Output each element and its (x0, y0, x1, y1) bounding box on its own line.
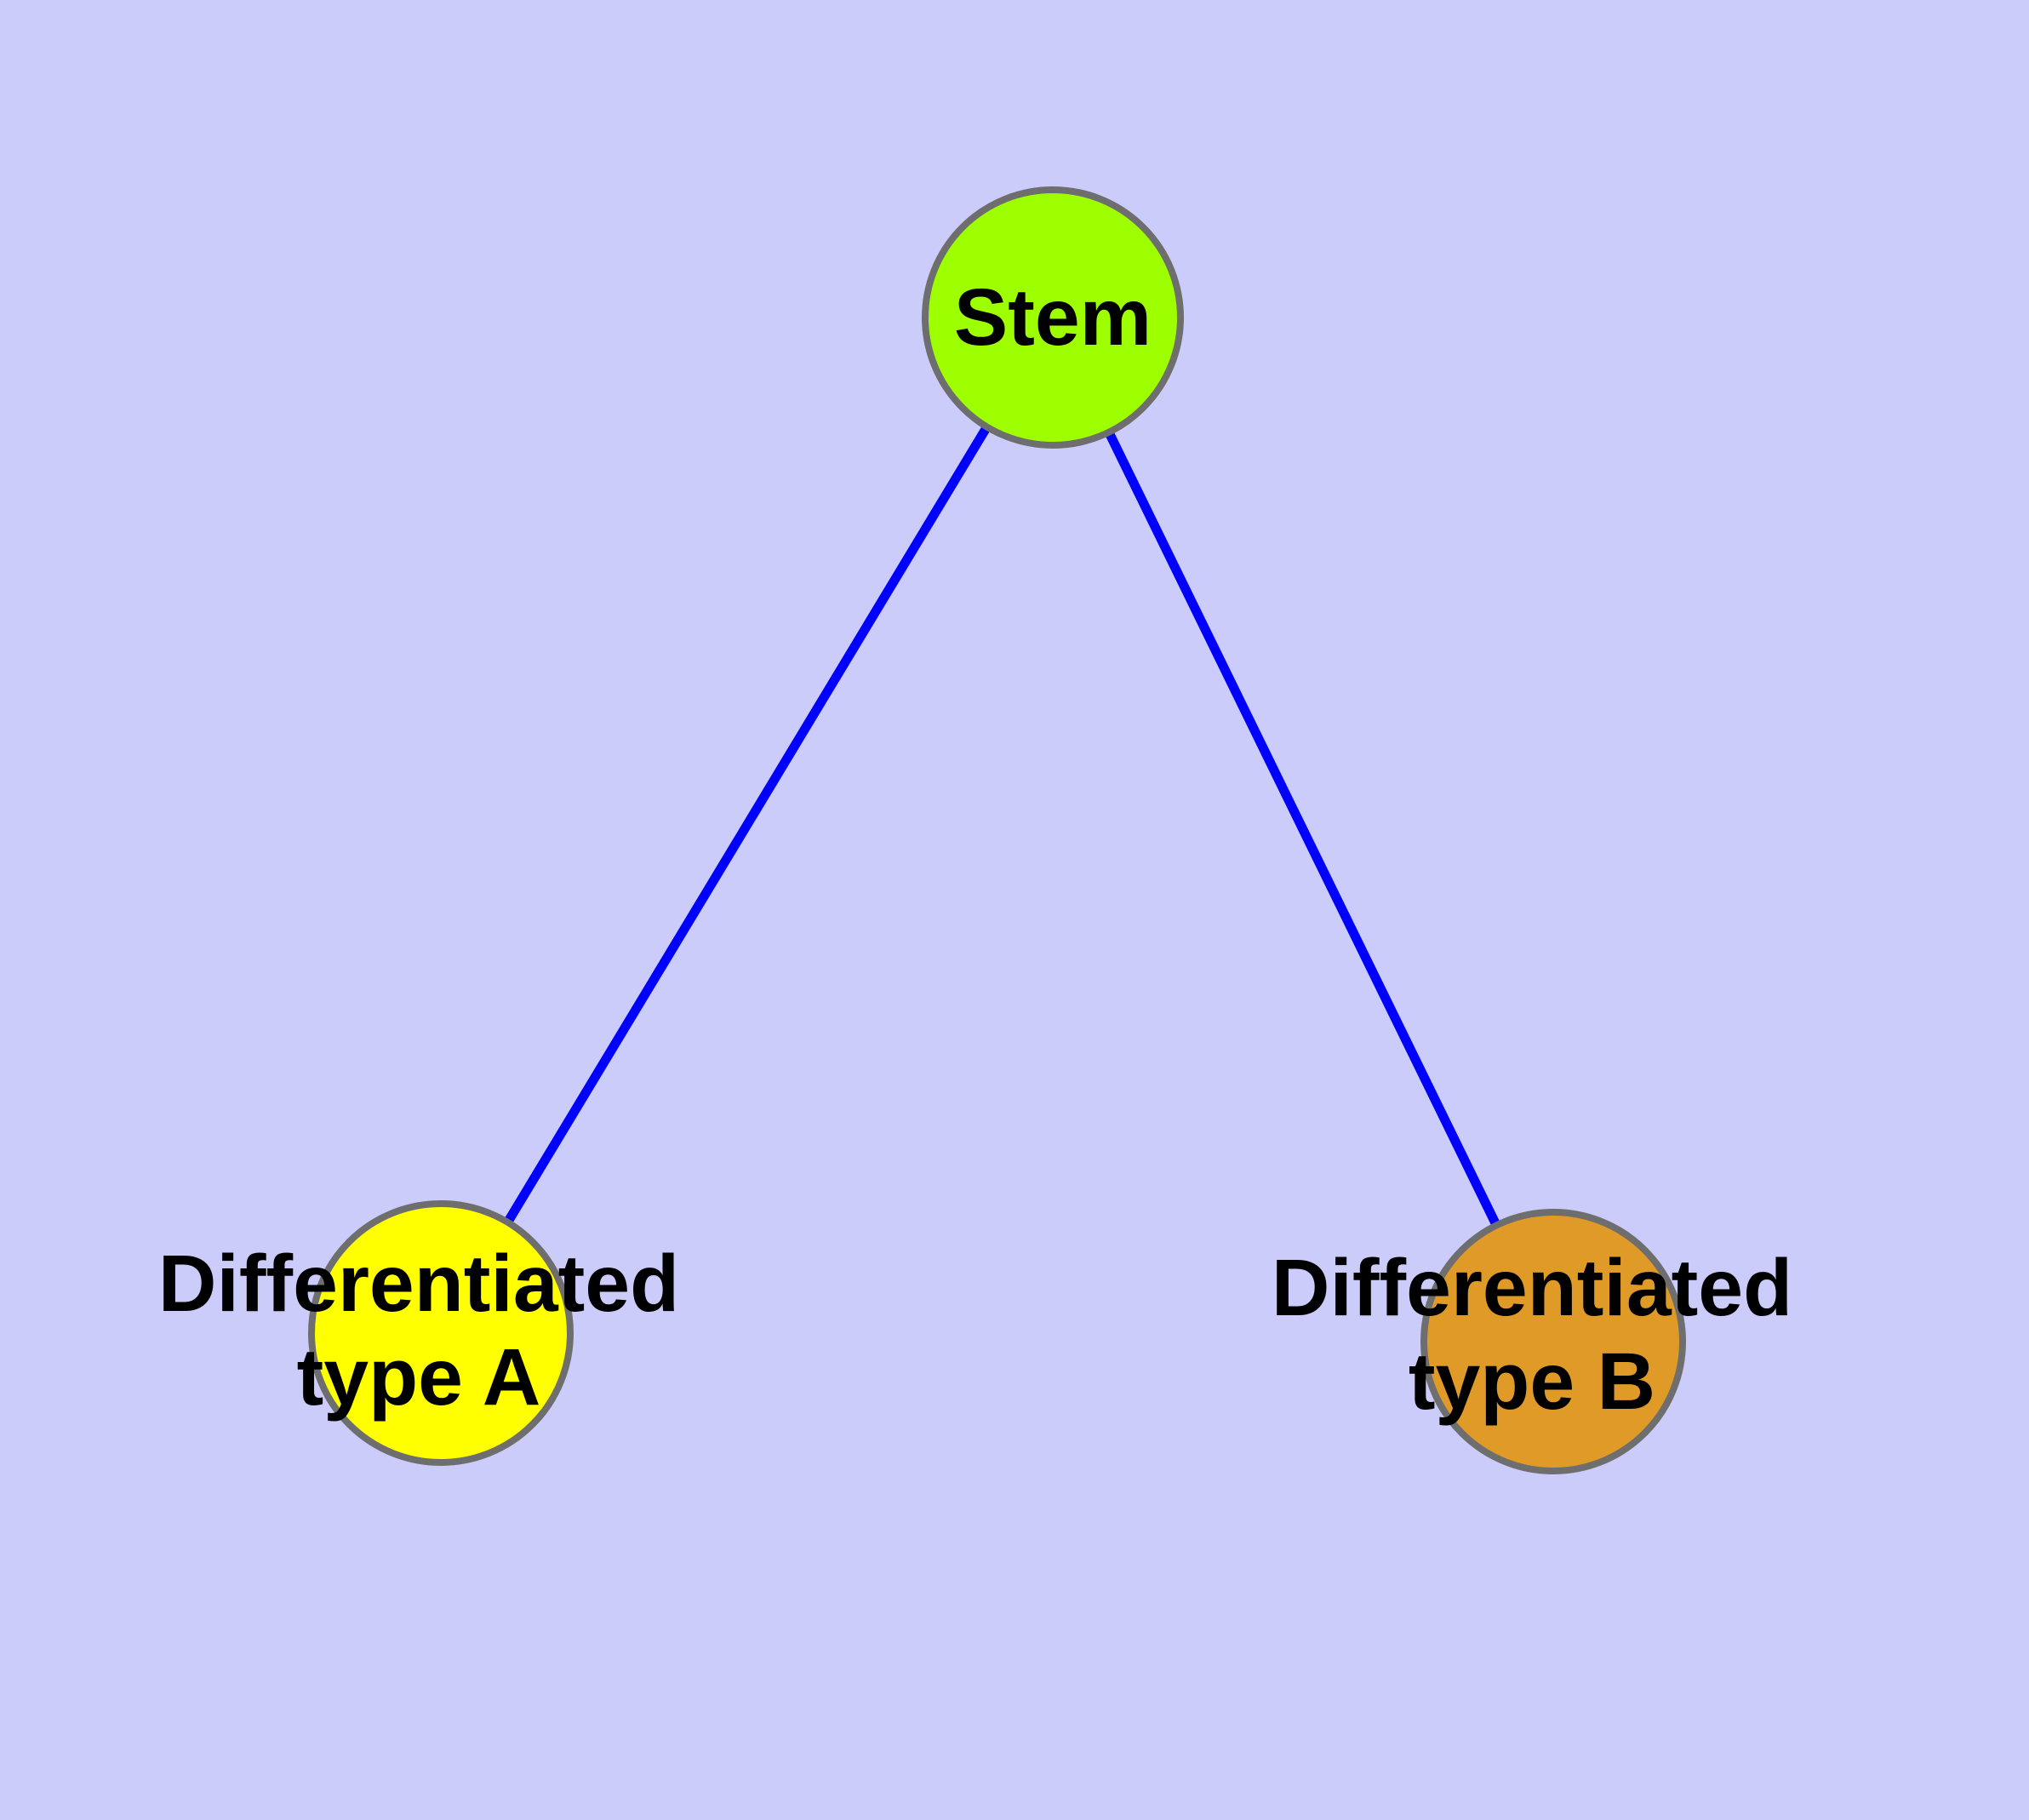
node-circle-stem[interactable] (922, 186, 1184, 449)
node-diff-b[interactable] (1420, 1209, 1686, 1474)
edge-layer (437, 315, 1557, 1344)
node-label-stem: Stem (954, 272, 1152, 363)
node-label-diff-b-line1: Differentiated (1272, 1243, 1792, 1333)
edge-stem-to-diff-b[interactable] (1049, 315, 1557, 1344)
node-circle-diff-a[interactable] (308, 1200, 574, 1466)
node-label-group-diff-a: Differentiated type A (158, 1239, 679, 1422)
node-label-group-diff-b: Differentiated type B (1272, 1243, 1792, 1427)
node-label-diff-a-line2: type A (297, 1332, 541, 1422)
node-label-diff-b-line2: type B (1409, 1336, 1655, 1427)
edge-stem-to-diff-a[interactable] (437, 315, 1057, 1336)
node-circle-diff-b[interactable] (1420, 1209, 1686, 1474)
node-label-diff-a-line1: Differentiated (158, 1239, 679, 1329)
node-stem[interactable]: Stem (922, 186, 1184, 449)
node-diff-a[interactable] (308, 1200, 574, 1466)
